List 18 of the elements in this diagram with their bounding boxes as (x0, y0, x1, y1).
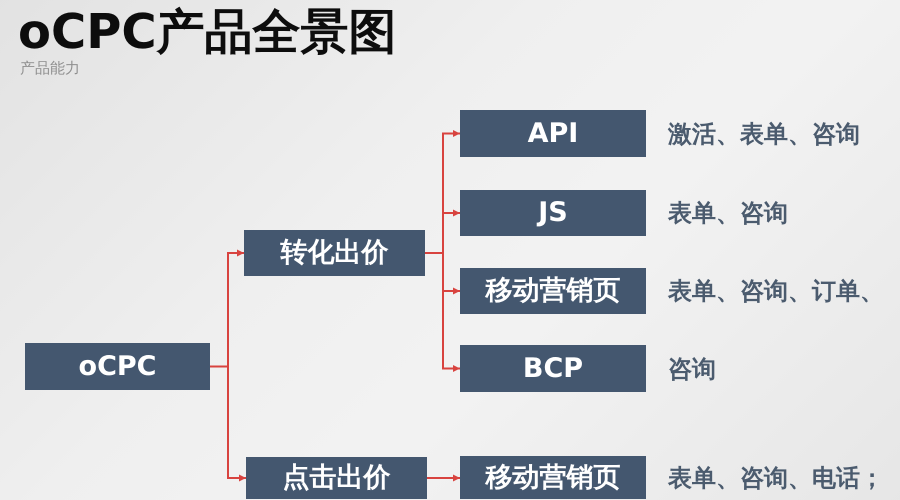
node-note: 表单、咨询、电话； (668, 462, 884, 492)
node-note: 表单、咨询 (668, 198, 788, 228)
process-box: 点击出价 (246, 457, 427, 499)
connector-arrow (427, 474, 460, 482)
process-box: BCP (460, 345, 646, 392)
process-box: JS (460, 190, 646, 236)
subtitle: 产品能力 (20, 59, 80, 77)
connector-arrow (210, 366, 246, 482)
node-note: 激活、表单、咨询 (668, 118, 860, 148)
process-box: 移动营销页 (460, 456, 646, 499)
page-title: oCPC产品全景图 (18, 4, 397, 60)
node-note: 咨询 (668, 354, 716, 384)
node-note: 表单、咨询、订单、 (668, 276, 884, 306)
process-box: API (460, 110, 646, 157)
process-box: 转化出价 (244, 230, 425, 276)
process-box: 移动营销页 (460, 268, 646, 314)
connector-arrow (425, 252, 460, 372)
process-box: oCPC (25, 343, 210, 390)
